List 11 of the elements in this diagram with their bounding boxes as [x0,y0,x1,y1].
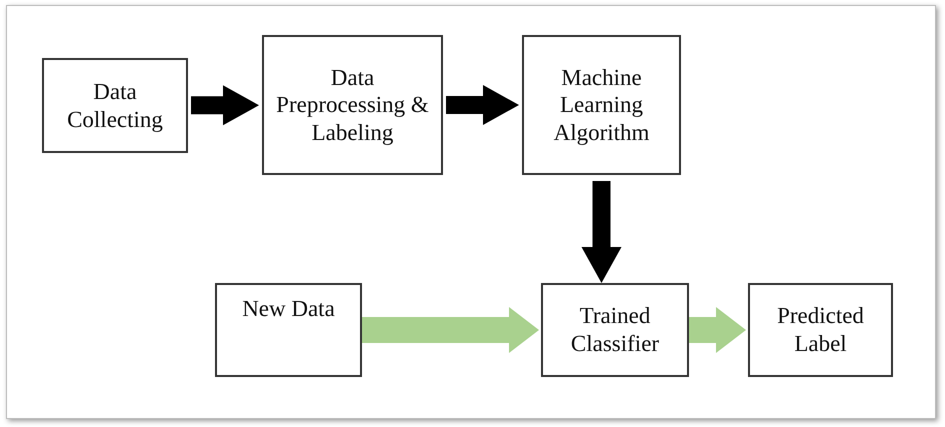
process-box: Trained Classifier [541,283,689,377]
arrow [446,85,519,125]
process-box: Machine Learning Algorithm [522,35,681,175]
process-box: Data Preprocessing & Labeling [262,35,443,175]
process-box: Data Collecting [42,58,188,153]
process-box: New Data [215,283,362,377]
arrow [191,85,259,126]
arrow [689,307,746,353]
process-box: Predicted Label [748,283,893,377]
arrow [362,307,539,353]
arrow [582,181,622,283]
